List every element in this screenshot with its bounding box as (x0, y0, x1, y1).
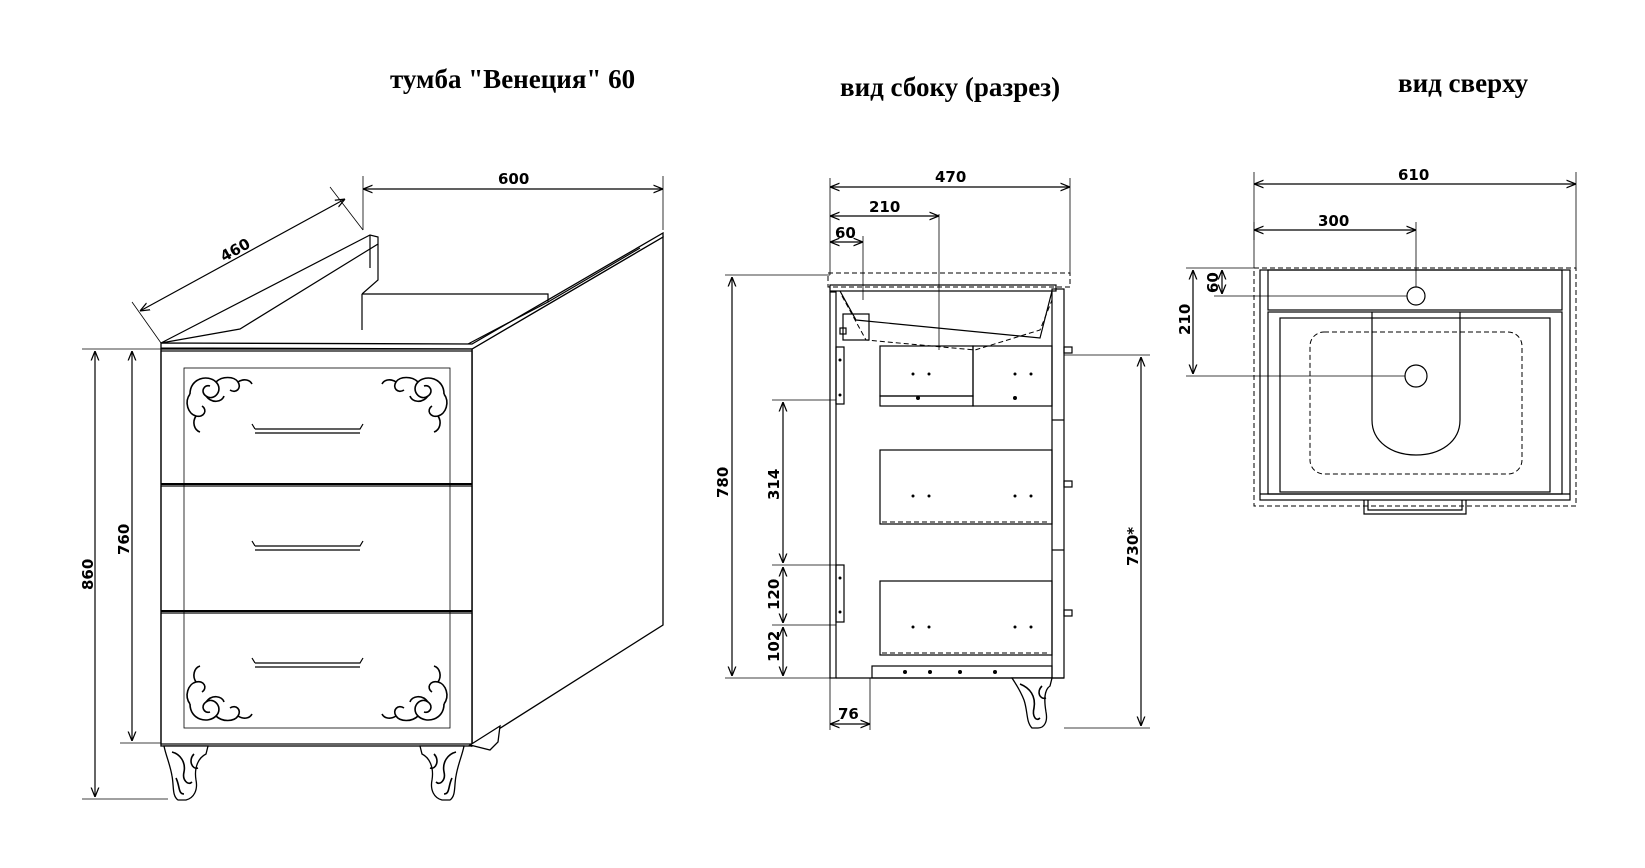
dim-height-780: 780 (714, 274, 830, 679)
dim-label-120: 120 (765, 579, 783, 610)
tap-hole (1406, 286, 1426, 306)
dim-label-470: 470 (935, 168, 966, 186)
dim-label-60: 60 (835, 224, 856, 242)
title-main: тумба "Венеция" 60 (390, 64, 635, 94)
dim-label-76: 76 (838, 705, 859, 723)
drawer-handle-2 (251, 540, 364, 551)
dim-label-top-210: 210 (1176, 304, 1194, 335)
dim-label-460: 460 (217, 235, 253, 266)
cabinet-top-view (1253, 267, 1577, 515)
dim-height-314: 314 (765, 399, 836, 566)
dim-top-300: 300 (1253, 212, 1417, 287)
dim-label-610: 610 (1398, 166, 1429, 184)
dim-label-top-60: 60 (1204, 272, 1222, 293)
dim-top-60: 60 (1186, 267, 1407, 297)
dim-label-600: 600 (498, 170, 529, 188)
dim-depth-460: 460 (131, 186, 364, 344)
dim-offset-60: 60 (830, 224, 863, 242)
dim-height-860: 860 (79, 348, 168, 800)
dim-label-780: 780 (714, 467, 732, 498)
dim-height-760: 760 (115, 351, 161, 744)
dim-height-120: 120 (765, 567, 836, 626)
leg-front-right (419, 745, 465, 801)
dim-label-314: 314 (765, 469, 783, 500)
dim-leg-76: 76 (829, 678, 871, 730)
dim-width-600: 600 (362, 170, 664, 230)
dim-height-102: 102 (765, 627, 783, 676)
dim-label-760: 760 (115, 524, 133, 555)
title-side-view: вид сбоку (разрез) (840, 72, 1060, 102)
cabinet-isometric-view (160, 231, 664, 801)
dim-height-730: 730* (1064, 354, 1150, 729)
title-top-view: вид сверху (1398, 68, 1529, 98)
dim-label-860: 860 (79, 559, 97, 590)
dim-depth-470: 470 (829, 168, 1071, 275)
drain-hole (1404, 364, 1428, 388)
dim-label-730: 730* (1124, 527, 1142, 566)
dim-label-102: 102 (765, 631, 783, 662)
dim-label-300: 300 (1318, 212, 1349, 230)
dim-offset-210: 210 (830, 198, 939, 216)
cabinet-side-section-view (827, 214, 1073, 729)
drawer-handle-1 (251, 423, 364, 434)
dim-top-210: 210 (1176, 270, 1405, 377)
leg-front-left (163, 745, 209, 801)
drawer-handle-3 (251, 657, 364, 668)
dim-top-610: 610 (1253, 166, 1577, 268)
dim-label-210: 210 (869, 198, 900, 216)
